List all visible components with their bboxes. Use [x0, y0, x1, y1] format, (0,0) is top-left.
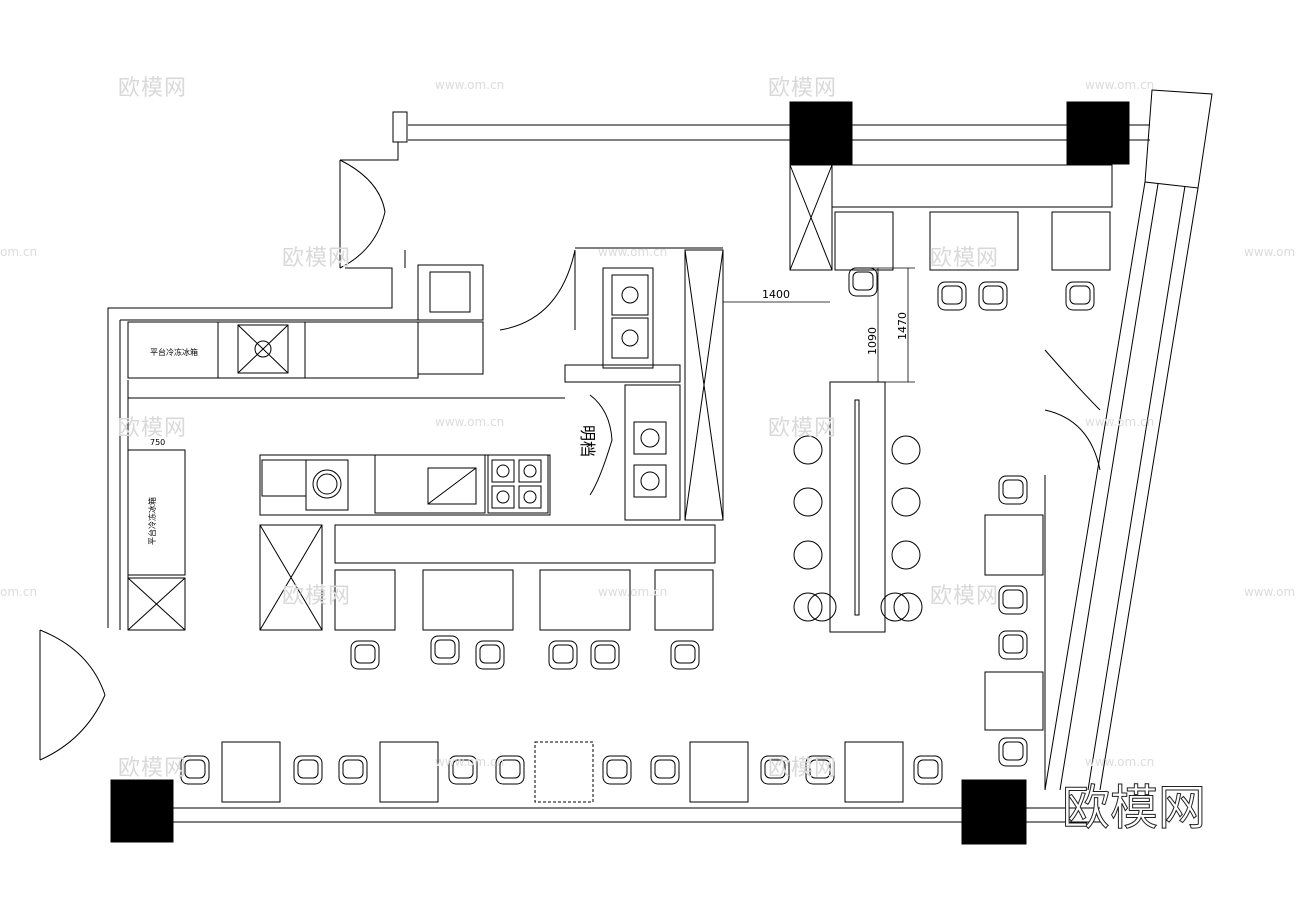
column-top-left — [789, 101, 853, 165]
chair — [448, 755, 478, 785]
chair — [495, 755, 525, 785]
column-top-right — [1066, 101, 1130, 165]
watermark-brand: 欧模网 — [930, 584, 1000, 609]
bar-stool — [891, 540, 921, 570]
chair — [475, 640, 505, 670]
doors — [39, 159, 1101, 761]
chair — [1065, 281, 1095, 311]
kitchen — [127, 247, 724, 631]
watermark-brand: 欧模网 — [768, 416, 838, 441]
column-bottom-right — [961, 779, 1027, 845]
watermark-brand: 欧模网 — [118, 76, 188, 101]
dining-area — [221, 164, 1113, 803]
watermark-url: www.om.cn — [435, 78, 505, 92]
chair — [998, 475, 1028, 505]
watermark-brand: 欧模网 — [118, 416, 188, 441]
bar-stool — [891, 487, 921, 517]
chair — [670, 640, 700, 670]
bar-stool — [807, 592, 837, 622]
chair — [350, 640, 380, 670]
watermark-brand: 欧模网 — [282, 246, 352, 271]
chair — [602, 755, 632, 785]
chair — [913, 755, 943, 785]
chair — [998, 630, 1028, 660]
chair — [338, 755, 368, 785]
chair — [937, 281, 967, 311]
chair — [590, 640, 620, 670]
bar-stool — [793, 435, 823, 465]
chair — [998, 585, 1028, 615]
watermark-brand: 欧模网 — [118, 756, 188, 781]
label-counter-fridge: 平台冷冻冰箱 — [150, 347, 198, 357]
column-bottom-left — [110, 779, 174, 843]
chair — [848, 267, 878, 297]
dim-1090: 1090 — [866, 327, 879, 355]
brand-logo-text: 欧模网 — [1061, 780, 1207, 837]
chairs — [180, 267, 1095, 785]
sink-top — [237, 324, 289, 374]
watermark-url: www.om.cn — [435, 755, 505, 769]
chair — [548, 640, 578, 670]
watermark-brand: 欧模网 — [768, 756, 838, 781]
watermark-url: www.om.cn — [1085, 415, 1155, 429]
watermark-url: om.cn — [0, 585, 38, 599]
chair — [180, 755, 210, 785]
watermark-url: www.om.cn — [1085, 78, 1155, 92]
chair — [293, 755, 323, 785]
watermark-url: www.om.cn — [435, 415, 505, 429]
bar-stool — [891, 435, 921, 465]
dim-750: 750 — [150, 438, 165, 447]
chair — [430, 635, 460, 665]
chair — [760, 755, 790, 785]
watermark-brand: 欧模网 — [768, 76, 838, 101]
dim-1400: 1400 — [762, 288, 790, 301]
structural-columns — [110, 101, 1130, 845]
dimension-lines — [723, 267, 915, 383]
watermark-url: www.om.cn — [1244, 245, 1296, 259]
watermark-url: www.om.cn — [598, 245, 668, 259]
watermark-url: www.om.cn — [1244, 585, 1296, 599]
watermark-url: om.cn — [0, 245, 38, 259]
watermark-brand: 欧模网 — [930, 246, 1000, 271]
bar-stool — [793, 592, 823, 622]
chair — [805, 755, 835, 785]
label-vertical-fridge: 平台冷冻冰箱 — [147, 497, 157, 545]
watermark-brand: 欧模网 — [282, 584, 352, 609]
watermark-url: www.om.cn — [1085, 755, 1155, 769]
bar-stool — [793, 487, 823, 517]
bar-stool — [893, 592, 923, 622]
label-pass-window: 明档 — [578, 425, 597, 457]
bar-stool — [793, 540, 823, 570]
chair — [650, 755, 680, 785]
watermark-url: www.om.cn — [598, 585, 668, 599]
chair — [998, 737, 1028, 767]
exterior-walls — [107, 89, 1213, 823]
bar-stool — [880, 592, 910, 622]
chair — [978, 281, 1008, 311]
dim-1470: 1470 — [896, 312, 909, 340]
